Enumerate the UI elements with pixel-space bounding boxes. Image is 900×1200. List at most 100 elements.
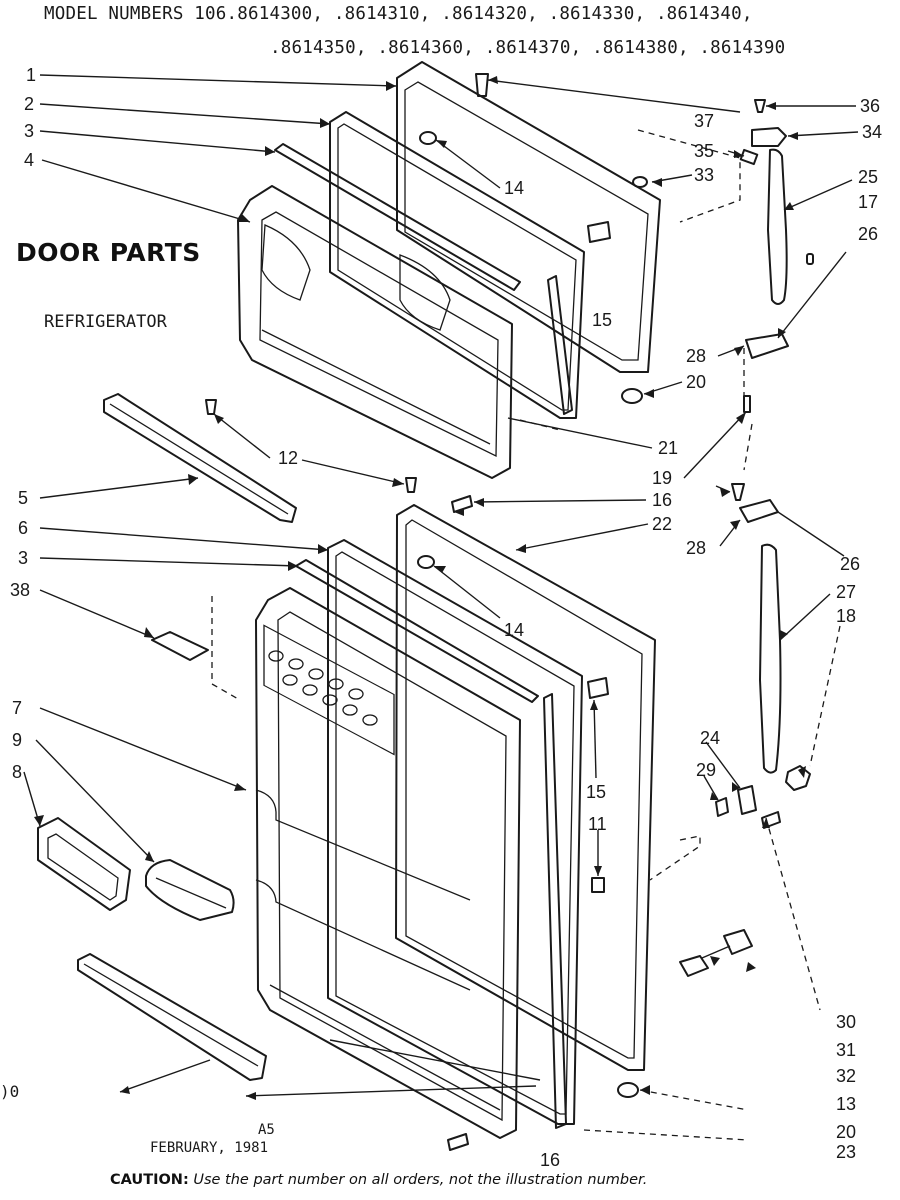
callout-14: 14 — [504, 178, 524, 198]
egg-rack — [268, 650, 378, 726]
callout-23: 23 — [836, 1142, 856, 1162]
callout-28: 28 — [686, 346, 706, 366]
callout-7: 7 — [12, 698, 22, 718]
center-hinge-upper — [745, 333, 789, 359]
callout-21: 21 — [658, 438, 678, 458]
cropped-edge-number: )0 — [0, 1082, 20, 1101]
handle-plug-upper — [806, 253, 814, 265]
arrowheads — [34, 76, 806, 1100]
callout-22: 22 — [652, 514, 672, 534]
callout-26-lower: 26 — [840, 554, 860, 574]
freezer-outer-door — [396, 61, 661, 373]
callout-25: 25 — [858, 167, 878, 187]
refrigerator-breaker-strip — [295, 559, 539, 703]
liner-screw-12a — [205, 399, 217, 415]
callout-9: 9 — [12, 730, 22, 750]
hinge-pin — [743, 395, 751, 413]
freezer-side-strip — [547, 275, 573, 415]
callout-35: 35 — [694, 141, 714, 161]
callout-20: 20 — [686, 372, 706, 392]
page-code: A5 — [258, 1122, 275, 1138]
callout-3: 3 — [24, 121, 34, 141]
freezer-bracket — [587, 221, 611, 243]
freezer-handle — [767, 148, 788, 305]
callout-14-lower: 14 — [504, 620, 524, 640]
callout-18: 18 — [836, 606, 856, 626]
liner-screw-lower — [447, 1133, 469, 1151]
callout-26: 26 — [858, 224, 878, 244]
callout-5: 5 — [18, 488, 28, 508]
refrigerator-door-liner — [255, 587, 521, 1139]
freezer-breaker-strip — [274, 143, 521, 291]
hinge-pin-lower — [731, 483, 745, 501]
callout-32: 32 — [836, 1066, 856, 1086]
model-numbers-line-2: .8614350, .8614360, .8614370, .8614380, … — [270, 38, 786, 58]
callout-15-lower: 15 — [586, 782, 606, 802]
center-hinge-lower — [739, 499, 779, 523]
top-hinge — [751, 127, 787, 147]
callout-labels: 1 2 3 4 5 6 3 38 7 9 8 37 36 35 34 33 25… — [10, 65, 882, 1170]
callout-4: 4 — [24, 150, 34, 170]
bottom-hinge — [737, 785, 757, 815]
refrigerator-gasket — [327, 539, 583, 1125]
freezer-gasket — [329, 111, 585, 419]
refrigerator-door-rail — [77, 953, 267, 1081]
refrigerator-outer-door — [395, 504, 656, 1071]
callout-2: 2 — [24, 94, 34, 114]
hole-plug — [591, 877, 605, 893]
callout-15: 15 — [592, 310, 612, 330]
callout-12: 12 — [278, 448, 298, 468]
refrigerator-bracket — [587, 677, 609, 699]
page-title: DOOR PARTS — [16, 238, 201, 267]
callout-28-lower: 28 — [686, 538, 706, 558]
refrigerator-handle — [759, 543, 782, 774]
callout-34: 34 — [862, 122, 882, 142]
callout-24: 24 — [700, 728, 720, 748]
callout-16-lower: 16 — [540, 1150, 560, 1170]
freezer-spacer — [419, 131, 437, 145]
model-numbers-line-1: MODEL NUMBERS 106.8614300, .8614310, .86… — [44, 4, 753, 24]
callout-16: 16 — [652, 490, 672, 510]
callout-11: 11 — [588, 814, 607, 834]
callout-8: 8 — [12, 762, 22, 782]
callout-29: 29 — [696, 760, 716, 780]
callout-36: 36 — [860, 96, 880, 116]
caution-label: CAUTION: — [110, 1172, 189, 1188]
refrigerator-spacer — [417, 555, 435, 569]
callout-38: 38 — [10, 580, 30, 600]
callout-13: 13 — [836, 1094, 856, 1114]
door-stop-upper — [621, 388, 643, 404]
door-closer-cam — [679, 929, 753, 977]
caution-note: CAUTION: Use the part number on all orde… — [110, 1172, 647, 1188]
page-subtitle: REFRIGERATOR — [44, 312, 167, 332]
door-stop-lower — [617, 1082, 639, 1098]
callout-31: 31 — [836, 1040, 856, 1060]
leader-lines — [23, 74, 859, 1097]
callout-1: 1 — [26, 65, 36, 85]
butter-tray — [145, 859, 235, 921]
callout-33: 33 — [694, 165, 714, 185]
caution-text: Use the part number on all orders, not t… — [188, 1172, 648, 1188]
callout-37: 37 — [694, 111, 714, 131]
liner-screw-upper — [451, 495, 473, 513]
callout-3-lower: 3 — [18, 548, 28, 568]
bottom-hinge-screw — [761, 811, 781, 829]
hinge-shim — [739, 148, 759, 166]
publication-date: FEBRUARY, 1981 — [150, 1140, 269, 1156]
callout-17: 17 — [858, 192, 878, 212]
top-hinge-screw — [754, 99, 766, 113]
handle-nut — [785, 765, 811, 791]
hinge-bushing — [632, 176, 648, 188]
dairy-label-card — [151, 631, 209, 661]
assembly-dash-lines — [211, 129, 841, 1141]
callout-27: 27 — [836, 582, 856, 602]
callout-19: 19 — [652, 468, 672, 488]
freezer-door-liner — [237, 185, 513, 479]
callout-6: 6 — [18, 518, 28, 538]
callout-30: 30 — [836, 1012, 856, 1032]
liner-screw-12b — [405, 477, 417, 493]
callout-20-lower: 20 — [836, 1122, 856, 1142]
refrigerator-side-strip — [543, 693, 567, 1129]
